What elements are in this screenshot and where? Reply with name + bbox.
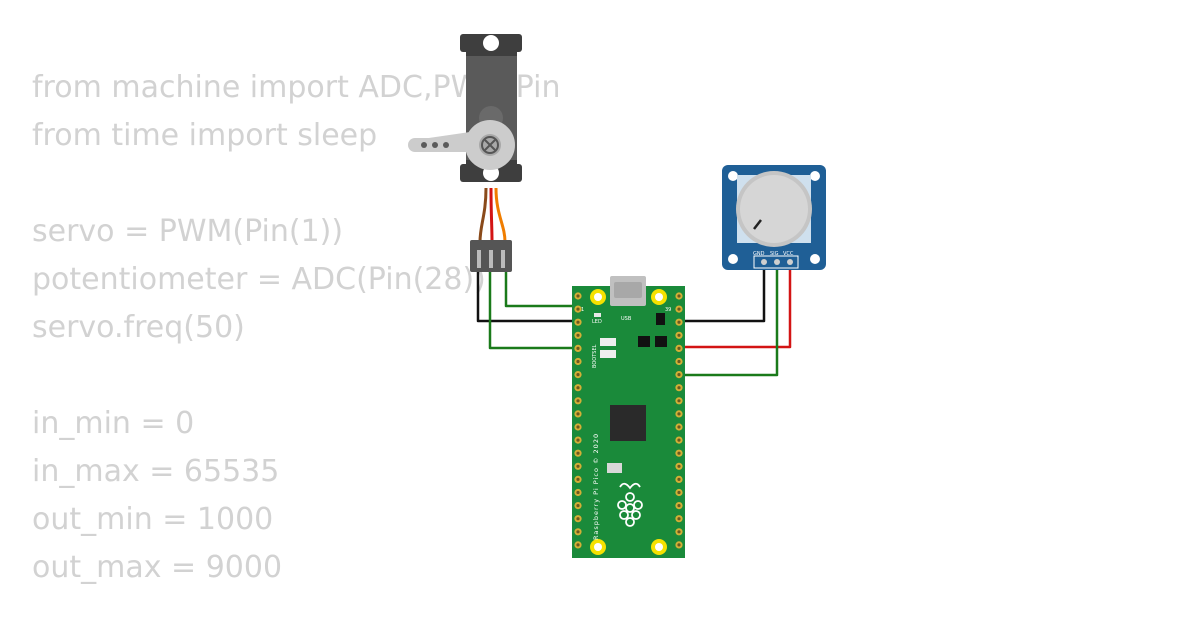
bootsel-button[interactable]: [600, 338, 616, 346]
wire-pot-sig[interactable]: [678, 262, 779, 377]
code-line: from machine import ADC,PWM,Pin: [32, 70, 561, 105]
wire-servo-gnd[interactable]: [476, 270, 584, 323]
pico-pin-hole: [677, 504, 681, 508]
bootsel-label: BOOTSEL: [592, 344, 598, 368]
pot-pin-gnd[interactable]: [761, 259, 767, 265]
wire-pot-gnd[interactable]: [678, 262, 766, 323]
pico-pin-hole: [576, 451, 580, 455]
code-line: servo.freq(50): [32, 310, 245, 345]
pin-39-label: 39: [665, 307, 671, 313]
code-line: out_max = 9000: [32, 550, 283, 585]
pico-pin-hole: [677, 530, 681, 534]
pico-pin-hole: [677, 294, 681, 298]
pico-pin-hole: [677, 451, 681, 455]
pico-pin-hole: [576, 386, 580, 390]
led-label: LED: [592, 319, 602, 325]
pico-pin-hole: [677, 333, 681, 337]
wires: [476, 262, 792, 377]
pico-pin-hole: [576, 464, 580, 468]
usb-label: USB: [621, 316, 632, 322]
pot-sig-label: SIG: [770, 251, 779, 257]
pico-pin-hole: [677, 373, 681, 377]
pot-mount-hole: [728, 171, 738, 181]
pot-mount-hole: [728, 254, 738, 264]
pico-pin-hole: [677, 477, 681, 481]
potentiometer[interactable]: GND SIG VCC: [722, 165, 826, 270]
raspberry-pi-pico[interactable]: LED USB 1 39 BOOTSEL Raspberry Pi Pico ©…: [572, 276, 685, 558]
pot-mount-hole: [810, 171, 820, 181]
pico-right-pins: [675, 292, 683, 549]
wire-pot-vcc[interactable]: [678, 262, 792, 349]
code-line: from time import sleep: [32, 118, 378, 153]
pico-pin-hole: [677, 438, 681, 442]
pico-pin-hole: [576, 543, 580, 547]
wire-servo-vcc[interactable]: [488, 270, 584, 350]
pot-vcc-label: VCC: [783, 251, 794, 257]
code-line: out_min = 1000: [32, 502, 274, 537]
pot-knob-indicator: [753, 219, 762, 230]
raspberry-icon: [617, 482, 643, 527]
pico-pin-hole: [576, 490, 580, 495]
code-line: servo = PWM(Pin(1)): [32, 214, 344, 249]
servo-motor[interactable]: [408, 34, 522, 272]
pico-pin-hole: [576, 359, 580, 364]
code-line: potentiometer = ADC(Pin(28)): [32, 262, 486, 297]
pico-pin-hole: [677, 490, 681, 495]
pico-pin-hole: [576, 438, 580, 442]
pico-pin-hole: [677, 543, 681, 547]
pico-pin-hole: [576, 346, 580, 350]
pico-pin-hole: [677, 517, 681, 521]
pico-pin-hole: [576, 504, 580, 508]
pico-pin-hole: [677, 412, 681, 416]
code-line: in_max = 65535: [32, 454, 280, 489]
pico-pin-hole: [677, 359, 681, 364]
pot-gnd-label: GND: [753, 251, 765, 257]
pico-pin-hole: [677, 346, 681, 350]
pico-pin-hole: [677, 307, 681, 311]
pico-pin-hole: [576, 399, 580, 403]
servo-cable: [478, 187, 507, 243]
pot-pin-vcc[interactable]: [787, 259, 793, 265]
pico-pin-hole: [576, 477, 580, 481]
wire-servo-signal[interactable]: [504, 270, 584, 308]
pot-mount-hole: [810, 254, 820, 264]
rp2040-chip: [610, 405, 646, 441]
code-line: in_min = 0: [32, 406, 195, 441]
pico-pin-hole: [576, 320, 580, 324]
pico-pin-hole: [576, 412, 580, 416]
x-icon: [481, 136, 499, 154]
pico-pin-hole: [576, 530, 580, 534]
pico-pin-hole: [576, 517, 580, 521]
pico-pin-hole: [576, 333, 580, 337]
board-text: Raspberry Pi Pico © 2020: [592, 433, 600, 540]
pico-pin-hole: [576, 294, 580, 298]
pico-pin-hole: [576, 307, 580, 311]
pico-pin-hole: [677, 386, 681, 390]
servo-horn: [408, 120, 515, 170]
led: [594, 313, 601, 317]
pico-pin-hole: [677, 399, 681, 403]
pico-pin-hole: [576, 373, 580, 377]
code-editor-text: from machine import ADC,PWM,Pin from tim…: [32, 68, 560, 596]
pico-pin-hole: [576, 425, 580, 429]
servo-mount-hole: [483, 35, 499, 51]
pico-pin-hole: [677, 464, 681, 468]
pot-pin-sig[interactable]: [774, 259, 780, 265]
pico-pin-hole: [677, 320, 681, 324]
pico-pin-hole: [677, 425, 681, 429]
pin-1-label: 1: [581, 307, 584, 313]
pico-left-pins: [574, 292, 582, 549]
